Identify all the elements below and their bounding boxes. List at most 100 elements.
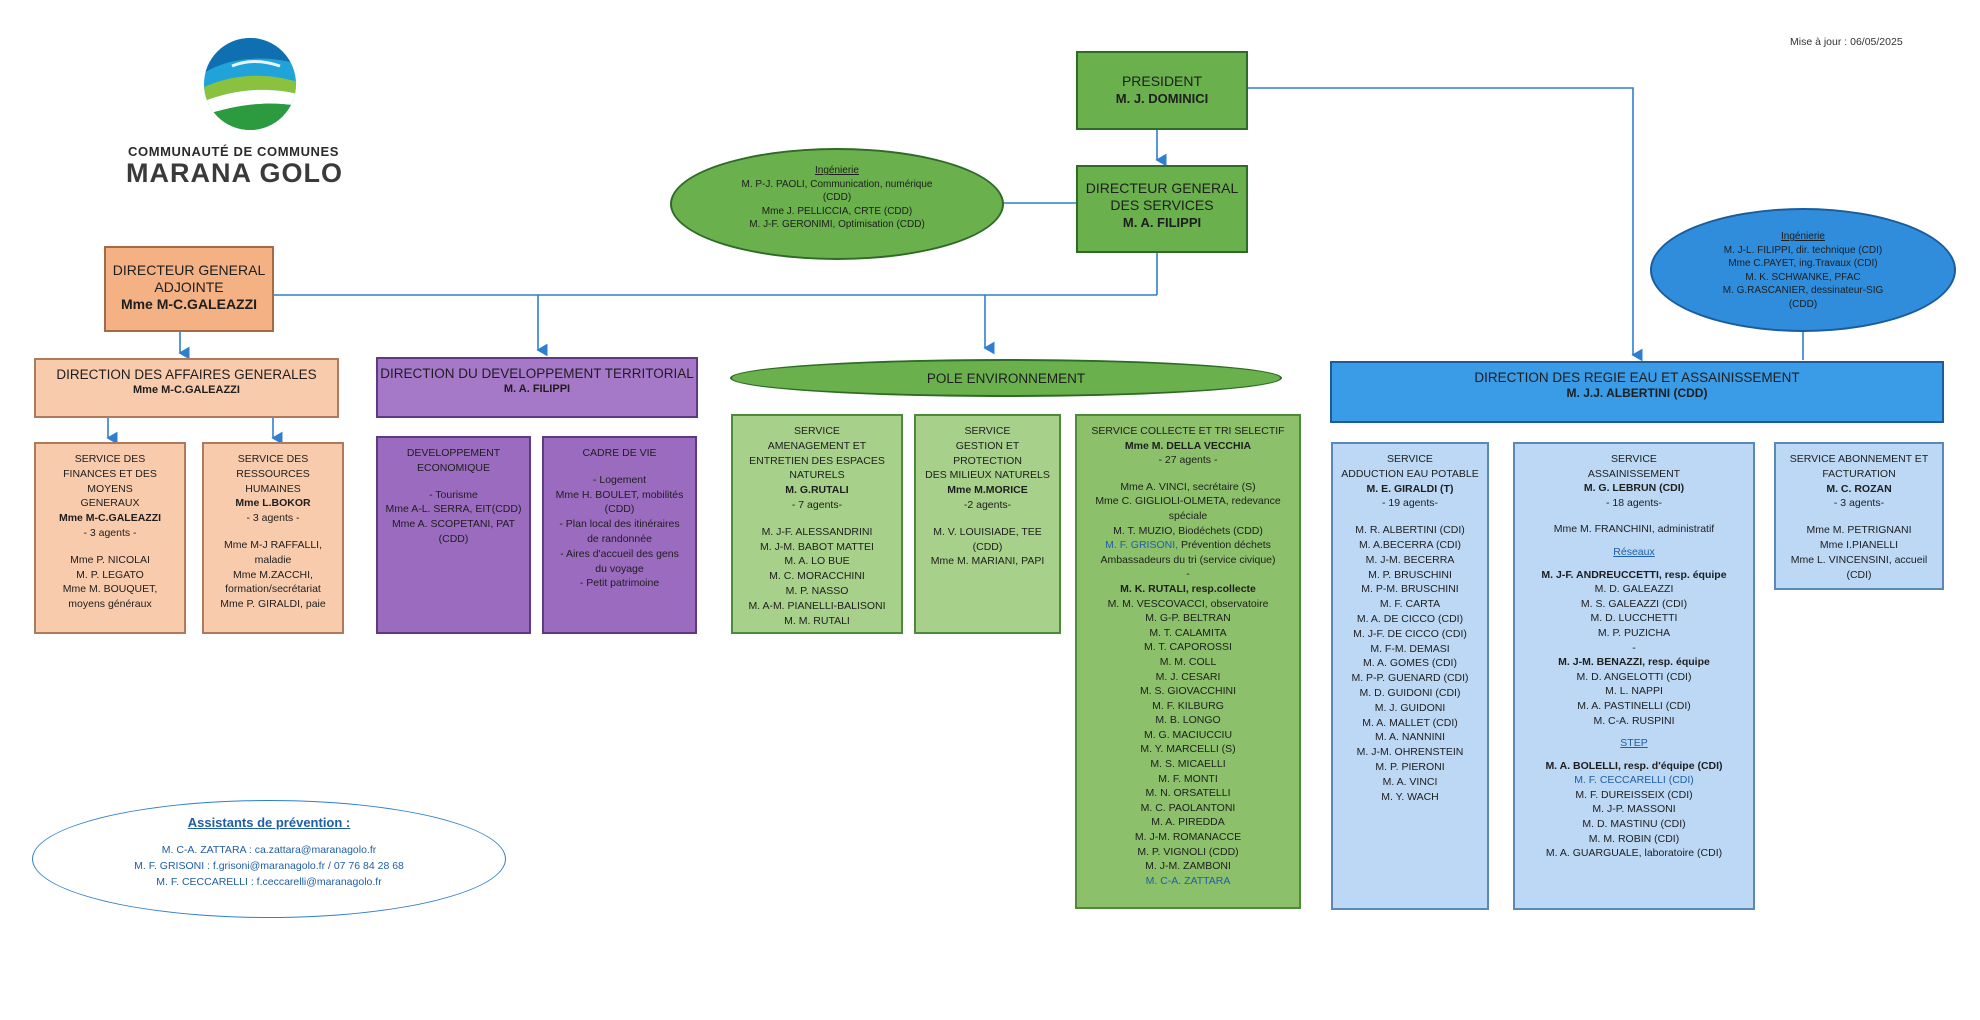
svc-assainissement-lead3: M. A. BOLELLI, resp. d'équipe (CDI) [1545, 759, 1723, 772]
svc-adduction-members: M. R. ALBERTINI (CDI) M. A.BECERRA (CDI)… [1351, 524, 1469, 803]
svc-assainissement-lead1: M. J-F. ANDREUCCETTI, resp. équipe [1541, 568, 1727, 581]
svc-abonnement-head: M. C. ROZAN [1826, 482, 1892, 495]
ingenierie-left-line: (CDD) [822, 192, 852, 203]
svc-collecte-count: - 27 agents - [1158, 454, 1218, 467]
svc-collecte-card: SERVICE COLLECTE ET TRI SELECTIF Mme M. … [1075, 414, 1301, 909]
dgs-box: DIRECTEUR GENERAL DES SERVICES M. A. FIL… [1076, 165, 1248, 253]
svc-finances-title: SERVICE DES FINANCES ET DES MOYENS GENER… [63, 453, 157, 510]
assistants-line1: M. C-A. ZATTARA : ca.zattara@maranagolo.… [161, 844, 377, 856]
svc-adduction-count: - 19 agents- [1381, 497, 1439, 510]
svc-rh-head: Mme L.BOKOR [235, 497, 311, 510]
svc-abonnement-card: SERVICE ABONNEMENT ET FACTURATION M. C. … [1774, 442, 1944, 590]
svc-amenagement-count: - 7 agents- [791, 498, 843, 511]
cadre-vie-title: CADRE DE VIE [582, 447, 657, 459]
ingenierie-right-ellipse: Ingénierie M. J-L. FILIPPI, dir. techniq… [1650, 208, 1956, 332]
dev-eco-card: DEVELOPPEMENT ECONOMIQUE - Tourisme Mme … [376, 436, 531, 634]
president-box: PRESIDENT M. J. DOMINICI [1076, 51, 1248, 130]
assistants-ellipse: Assistants de prévention : M. C-A. ZATTA… [32, 800, 506, 918]
svc-collecte-title: SERVICE COLLECTE ET TRI SELECTIF [1091, 425, 1285, 437]
regie-name: M. J.J. ALBERTINI (CDD) [1566, 386, 1708, 400]
svc-finances-members: Mme P. NICOLAI M. P. LEGATO Mme M. BOUQU… [62, 553, 158, 611]
logo-globe-icon [204, 38, 296, 130]
pole-env-ellipse: POLE ENVIRONNEMENT [730, 359, 1282, 397]
ingenierie-right-line: M. J-L. FILIPPI, dir. technique (CDI) [1723, 244, 1883, 256]
svc-assainissement-team2: M. D. ANGELOTTI (CDI) M. L. NAPPI M. A. … [1576, 670, 1692, 727]
dev-eco-members: - Tourisme Mme A-L. SERRA, EIT(CDD) Mme … [385, 488, 522, 545]
assistants-title: Assistants de prévention : [187, 815, 351, 830]
svc-adduction-card: SERVICE ADDUCTION EAU POTABLE M. E. GIRA… [1331, 442, 1489, 910]
ingenierie-right-line: (CDD) [1788, 298, 1818, 310]
ingenierie-left-title: Ingénierie [815, 165, 859, 176]
svc-collecte-head: Mme M. DELLA VECCHIA [1124, 439, 1252, 452]
svc-gestion-title: SERVICE GESTION ET PROTECTION DES MILIEU… [925, 425, 1050, 482]
svc-rh-members: Mme M-J RAFFALLI, maladie Mme M.ZACCHI, … [220, 538, 326, 611]
dga-name: Mme M-C.GALEAZZI [120, 296, 258, 312]
svc-abonnement-count: - 3 agents- [1833, 497, 1885, 510]
svc-abonnement-members: Mme M. PETRIGNANI Mme I.PIANELLI Mme L. … [1790, 524, 1928, 581]
svc-collecte-grisoni-role: Prévention déchets [1178, 539, 1271, 552]
svc-rh-title: SERVICE DES RESSOURCES HUMAINES [236, 453, 310, 495]
link-president-regie [1248, 87, 1643, 362]
svc-assainissement-head: M. G. LEBRUN (CDI) [1583, 482, 1685, 495]
ingenierie-left-line: Mme J. PELLICCIA, CRTE (CDD) [761, 205, 913, 217]
ddt-name: M. A. FILIPPI [503, 383, 571, 395]
svc-rh-count: - 3 agents - [246, 512, 300, 525]
dgs-name: M. A. FILIPPI [1122, 215, 1202, 230]
svc-assainissement-team3: M. F. DUREISSEIX (CDI) M. J-P. MASSONI M… [1545, 788, 1723, 860]
president-title: PRESIDENT [1121, 73, 1203, 89]
president-name: M. J. DOMINICI [1115, 91, 1209, 106]
svc-amenagement-members: M. J-F. ALESSANDRINI M. J-M. BABOT MATTE… [748, 525, 886, 627]
svc-assainissement-count: - 18 agents- [1605, 496, 1663, 509]
svc-adduction-head: M. E. GIRALDI (T) [1366, 482, 1454, 495]
logo-line2: MARANA GOLO [126, 158, 343, 188]
svc-collecte-grisoni: M. F. GRISONI, [1105, 539, 1179, 552]
svc-collecte-members-c: M. M. VESCOVACCI, observatoire M. G-P. B… [1107, 597, 1269, 873]
svc-assainissement-admin: Mme M. FRANCHINI, administratif [1553, 523, 1715, 536]
update-note: Mise à jour : 06/05/2025 [1790, 36, 1903, 48]
assistants-line2: M. F. GRISONI : f.grisoni@maranagolo.fr … [134, 860, 404, 872]
svc-finances-head: Mme M-C.GALEAZZI [58, 512, 162, 525]
ingenierie-right-line: M. G.RASCANIER, dessinateur-SIG [1722, 285, 1884, 296]
svc-finances-count: - 3 agents - [83, 526, 137, 539]
ingenierie-left-line: M. P-J. PAOLI, Communication, numérique [741, 178, 933, 190]
svc-assainissement-card: SERVICE ASSAINISSEMENT M. G. LEBRUN (CDI… [1513, 442, 1755, 910]
dag-header: DIRECTION DES AFFAIRES GENERALES Mme M-C… [34, 358, 339, 418]
ingenierie-right-line: Mme C.PAYET, ing.Travaux (CDI) [1728, 258, 1878, 269]
svc-adduction-title: SERVICE ADDUCTION EAU POTABLE [1341, 453, 1479, 480]
cadre-vie-card: CADRE DE VIE - Logement Mme H. BOULET, m… [542, 436, 697, 634]
logo: COMMUNAUTÉ DE COMMUNES MARANA GOLO [120, 36, 390, 196]
dag-title: DIRECTION DES AFFAIRES GENERALES [56, 367, 317, 382]
regie-header: DIRECTION DES REGIE EAU ET ASSAINISSEMEN… [1330, 361, 1944, 423]
pole-env-title: POLE ENVIRONNEMENT [926, 371, 1086, 386]
svc-gestion-head: Mme M.MORICE [947, 484, 1028, 497]
svc-amenagement-head: M. G.RUTALI [785, 484, 849, 497]
svc-gestion-members: M. V. LOUISIADE, TEE (CDD) Mme M. MARIAN… [930, 525, 1045, 568]
svc-amenagement-card: SERVICE AMENAGEMENT ET ENTRETIEN DES ESP… [731, 414, 903, 634]
dgs-title1: DIRECTEUR GENERAL [1085, 180, 1239, 196]
svc-assainissement-title: SERVICE ASSAINISSEMENT [1587, 453, 1681, 480]
svc-assainissement-lead2: M. J-M. BENAZZI, resp. équipe [1558, 656, 1710, 669]
svc-gestion-card: SERVICE GESTION ET PROTECTION DES MILIEU… [914, 414, 1061, 634]
ddt-header: DIRECTION DU DEVELOPPEMENT TERRITORIAL M… [376, 357, 698, 418]
ddt-title: DIRECTION DU DEVELOPPEMENT TERRITORIAL [380, 366, 694, 381]
ingenierie-right-line: M. K. SCHWANKE, PFAC [1745, 271, 1861, 283]
ingenierie-left-line: M. J-F. GERONIMI, Optimisation (CDD) [749, 219, 925, 230]
dev-eco-title: DEVELOPPEMENT ECONOMIQUE [406, 447, 501, 474]
svc-assainissement-ceccarelli: M. F. CECCARELLI (CDI) [1574, 774, 1694, 787]
dga-title2: ADJOINTE [154, 279, 224, 295]
svc-rh-card: SERVICE DES RESSOURCES HUMAINES Mme L.BO… [202, 442, 344, 634]
svc-collecte-lead: M. K. RUTALI, resp.collecte [1120, 582, 1256, 595]
dga-box: DIRECTEUR GENERAL ADJOINTE Mme M-C.GALEA… [104, 246, 274, 332]
assistants-line3: M. F. CECCARELLI : f.ceccarelli@maranago… [156, 876, 382, 888]
svc-assainissement-reseaux: Réseaux [1613, 545, 1655, 558]
dga-title1: DIRECTEUR GENERAL [112, 262, 266, 278]
logo-line1: COMMUNAUTÉ DE COMMUNES [128, 144, 340, 159]
dgs-title2: DES SERVICES [1110, 197, 1214, 213]
svc-collecte-zattara: M. C-A. ZATTARA [1145, 874, 1231, 887]
svc-assainissement-step: STEP [1620, 737, 1648, 750]
svc-abonnement-title: SERVICE ABONNEMENT ET FACTURATION [1789, 453, 1929, 480]
ingenierie-left-ellipse: Ingénierie M. P-J. PAOLI, Communication,… [670, 148, 1004, 260]
svc-collecte-members-b: Ambassadeurs du tri (service civique) - [1100, 553, 1276, 581]
svc-assainissement-team1: M. D. GALEAZZI M. S. GALEAZZI (CDI) M. D… [1580, 583, 1688, 654]
